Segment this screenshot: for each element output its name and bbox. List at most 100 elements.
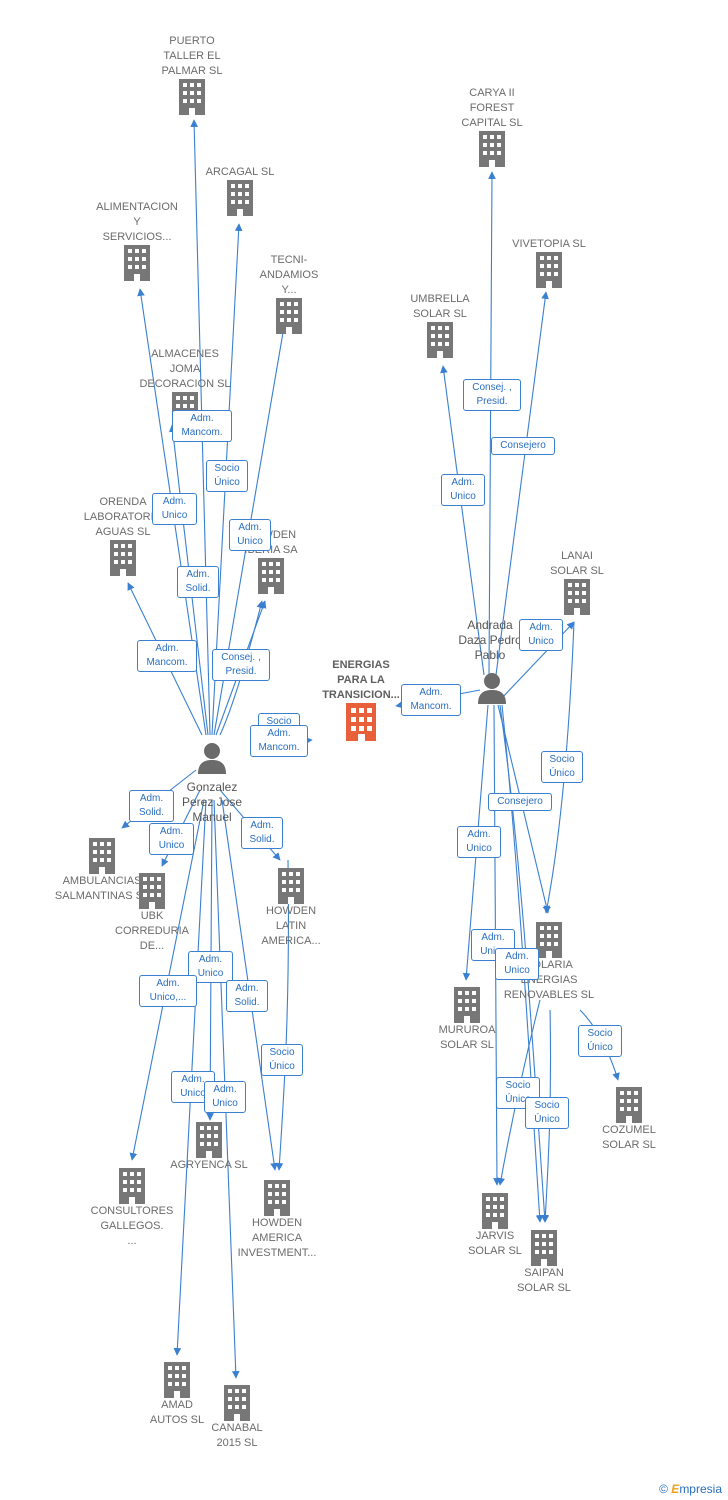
company-label: AMBULANCIAS SALMANTINAS SL (54, 875, 149, 902)
company-tecni[interactable]: TECNI- ANDAMIOS Y... (229, 253, 349, 334)
company-lanai[interactable]: LANAI SOLAR SL (517, 549, 637, 615)
role-badge[interactable]: Adm. Mancom. (137, 640, 197, 672)
company-agryenca[interactable]: AGRYENCA SL (149, 1122, 269, 1173)
edge-solaria-saipan (541, 1009, 552, 1223)
role-badge[interactable]: Adm. Unico (457, 826, 501, 858)
role-badge[interactable]: Adm. Unico (229, 519, 271, 551)
role-badge[interactable]: Adm. Mancom. (401, 684, 461, 716)
building-icon (454, 987, 480, 1023)
company-label: SOLARIA ENERGIAS RENOVABLES SL (503, 959, 595, 1001)
company-umbrella[interactable]: UMBRELLA SOLAR SL (380, 292, 500, 358)
company-orenda[interactable]: ORENDA LABORATORIO AGUAS SL (63, 495, 183, 576)
person-icon (198, 743, 226, 774)
company-label: SAIPAN SOLAR SL (517, 1267, 571, 1294)
building-icon (264, 1180, 290, 1216)
person-andrada[interactable] (477, 672, 507, 704)
role-badge[interactable]: Adm. Unico (441, 474, 485, 506)
role-badge[interactable]: Adm. Unico (152, 493, 197, 525)
company-label: VIVETOPIA SL (512, 238, 586, 250)
building-icon (346, 703, 376, 741)
company-label: PUERTO TALLER EL PALMAR SL (161, 35, 223, 77)
building-icon (536, 252, 562, 288)
building-icon (196, 1122, 222, 1158)
company-canabal[interactable]: CANABAL 2015 SL (177, 1385, 297, 1451)
person-label: Andrada Daza Pedro Pablo (458, 618, 522, 662)
company-label: ALIMENTACION Y SERVICIOS... (96, 201, 178, 243)
company-label: AGRYENCA SL (170, 1159, 248, 1171)
role-badge[interactable]: Socio Único (578, 1025, 622, 1057)
role-badge[interactable]: Consejero (491, 437, 555, 455)
company-label: MURUROA SOLAR SL (438, 1024, 496, 1051)
company-howden-america[interactable]: HOWDEN AMERICA INVESTMENT... (217, 1180, 337, 1261)
company-consultores[interactable]: CONSULTORES GALLEGOS. ... (72, 1168, 192, 1249)
role-badge[interactable]: Consej. , Presid. (212, 649, 270, 681)
footer-brand[interactable]: © Empresia (659, 1482, 722, 1496)
building-icon (89, 838, 115, 874)
brand-initial: E (671, 1482, 680, 1496)
company-amad[interactable]: AMAD AUTOS SL (117, 1362, 237, 1428)
company-saipan[interactable]: SAIPAN SOLAR SL (484, 1230, 604, 1296)
company-energias-center[interactable]: ENERGIAS PARA LA TRANSICION... (301, 658, 421, 741)
role-badge[interactable]: Adm. Mancom. (250, 725, 308, 757)
company-label: UBK CORREDURIA DE... (115, 910, 189, 952)
company-solaria[interactable]: SOLARIA ENERGIAS RENOVABLES SL (489, 922, 609, 1003)
building-icon (564, 579, 590, 615)
role-badge[interactable]: Adm. Unico (149, 823, 194, 855)
role-badge[interactable]: Socio Único (261, 1044, 303, 1076)
role-badge[interactable]: Adm. Solid. (241, 817, 283, 849)
building-icon (482, 1193, 508, 1229)
role-badge[interactable]: Adm. Unico (495, 948, 539, 980)
edge-andrada-vivetopia (495, 291, 549, 676)
building-icon (139, 873, 165, 909)
role-badge[interactable]: Adm. Solid. (226, 980, 268, 1012)
center-label: ENERGIAS PARA LA TRANSICION... (322, 659, 400, 701)
building-icon (276, 298, 302, 334)
person-label: Gonzalez Perez Jose Manuel (181, 780, 243, 824)
company-ambulancias[interactable]: AMBULANCIAS SALMANTINAS SL (42, 838, 162, 904)
building-icon (110, 540, 136, 576)
building-icon (479, 131, 505, 167)
company-vivetopia[interactable]: VIVETOPIA SL (489, 237, 609, 288)
role-badge[interactable]: Adm. Unico (519, 619, 563, 651)
person-icon (478, 673, 506, 704)
company-alimentacion[interactable]: ALIMENTACION Y SERVICIOS... (77, 200, 197, 281)
company-label: ORENDA LABORATORIO AGUAS SL (83, 496, 163, 538)
role-badge[interactable]: Consej. , Presid. (463, 379, 521, 411)
company-ubk[interactable]: UBK CORREDURIA DE... (92, 873, 212, 954)
company-label: COZUMEL SOLAR SL (602, 1124, 656, 1151)
role-badge[interactable]: Adm. Solid. (177, 566, 219, 598)
role-badge[interactable]: Adm. Solid. (129, 790, 174, 822)
company-label: JARVIS SOLAR SL (468, 1230, 522, 1257)
role-badge[interactable]: Socio Único (541, 751, 583, 783)
role-badge[interactable]: Adm. Unico (188, 951, 233, 983)
person-gonzalez[interactable] (197, 742, 227, 774)
building-icon (258, 558, 284, 594)
role-badge[interactable]: Socio Único (525, 1097, 569, 1129)
role-badge[interactable]: Adm. Unico (204, 1081, 246, 1113)
company-label: UMBRELLA SOLAR SL (410, 293, 470, 320)
company-label: ARCAGAL SL (205, 166, 275, 178)
role-badge[interactable]: Consejero (488, 793, 552, 811)
company-mururoa[interactable]: MURUROA SOLAR SL (407, 987, 527, 1053)
role-badge[interactable]: Adm. Unico,... (139, 975, 197, 1007)
brand-name: mpresia (679, 1482, 722, 1496)
building-icon (427, 322, 453, 358)
company-arcagal[interactable]: ARCAGAL SL (180, 165, 300, 216)
role-badge[interactable]: Socio Único (206, 460, 248, 492)
building-icon (224, 1385, 250, 1421)
building-icon (616, 1087, 642, 1123)
company-puerto[interactable]: PUERTO TALLER EL PALMAR SL (132, 34, 252, 115)
edge-andrada-saipan-2 (499, 704, 549, 1223)
company-carya[interactable]: CARYA II FOREST CAPITAL SL (432, 86, 552, 167)
edge-andrada-umbrella (440, 365, 485, 676)
company-label: LANAI SOLAR SL (550, 550, 604, 577)
building-icon (179, 79, 205, 115)
company-cozumel[interactable]: COZUMEL SOLAR SL (569, 1087, 689, 1153)
company-jarvis[interactable]: JARVIS SOLAR SL (435, 1193, 555, 1259)
company-label: HOWDEN AMERICA INVESTMENT... (237, 1217, 317, 1259)
role-badge[interactable]: Adm. Mancom. (172, 410, 232, 442)
company-howden-latin[interactable]: HOWDEN LATIN AMERICA... (231, 868, 351, 949)
building-icon (227, 180, 253, 216)
building-icon (124, 245, 150, 281)
company-label: HOWDEN LATIN AMERICA... (261, 905, 321, 947)
